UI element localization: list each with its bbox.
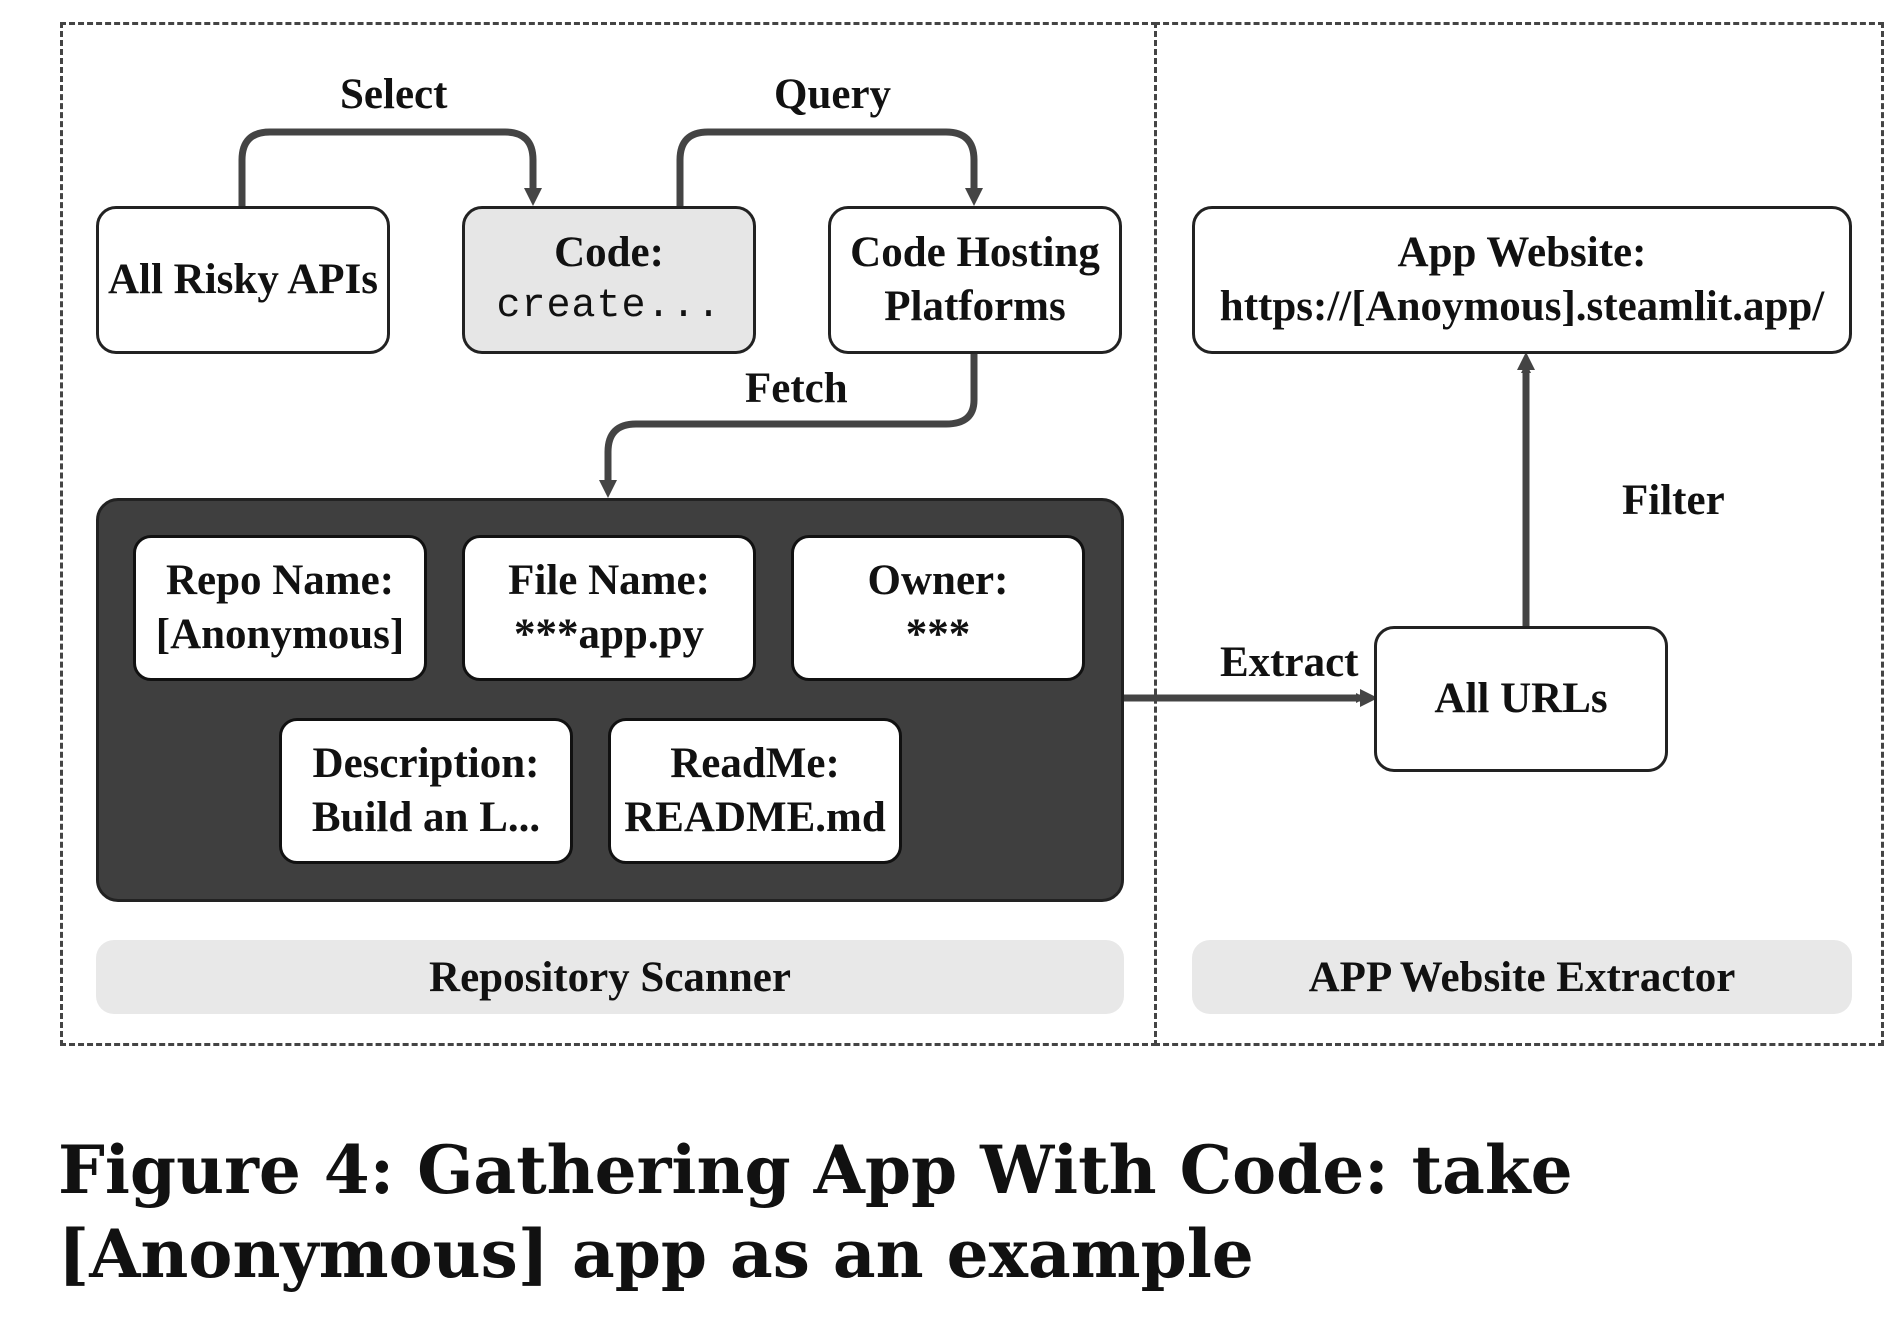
code-title: Code:: [554, 229, 664, 276]
file-name-value: ***app.py: [514, 611, 704, 658]
fetch-label: Fetch: [745, 365, 848, 412]
code-hosting-line1: Code Hosting: [850, 229, 1100, 276]
code-value: create...: [496, 284, 722, 329]
description-value: Build an L...: [311, 794, 541, 841]
repository-scanner-label: Repository Scanner: [96, 940, 1124, 1014]
readme-title: ReadMe:: [670, 740, 840, 787]
all-urls-box: All URLs: [1374, 626, 1668, 772]
extract-label: Extract: [1220, 639, 1359, 686]
file-name-title: File Name:: [508, 557, 710, 604]
app-website-extractor-region: [1154, 22, 1884, 1046]
repo-name-value: [Anonymous]: [155, 611, 405, 658]
fetch-arrow: [603, 354, 978, 490]
all-risky-apis-box: All Risky APIs: [96, 206, 390, 354]
query-label: Query: [774, 71, 892, 118]
app-website-box: App Website: https://[Anoymous].steamlit…: [1192, 206, 1852, 354]
query-arrow: [676, 128, 979, 207]
repo-name-title: Repo Name:: [165, 557, 395, 604]
app-website-extractor-label: APP Website Extractor: [1192, 940, 1852, 1014]
readme-value: README.md: [624, 794, 886, 841]
code-box: Code: create...: [462, 206, 756, 354]
select-label: Select: [340, 71, 448, 118]
readme-card: ReadMe: README.md: [608, 718, 902, 864]
owner-title: Owner:: [867, 557, 1009, 604]
repo-name-card: Repo Name: [Anonymous]: [133, 535, 427, 681]
select-arrow: [238, 128, 538, 207]
all-urls-text: All URLs: [1434, 675, 1608, 722]
owner-card: Owner: ***: [791, 535, 1085, 681]
description-title: Description:: [312, 740, 540, 787]
code-hosting-platforms-box: Code Hosting Platforms: [828, 206, 1122, 354]
app-website-url: https://[Anoymous].steamlit.app/: [1219, 283, 1825, 330]
all-risky-apis-text: All Risky APIs: [107, 256, 378, 303]
filter-label: Filter: [1622, 477, 1725, 524]
file-name-card: File Name: ***app.py: [462, 535, 756, 681]
app-website-title: App Website:: [1397, 229, 1647, 276]
figure-caption: Figure 4: Gathering App With Code: take …: [58, 1131, 1573, 1293]
code-hosting-line2: Platforms: [884, 283, 1066, 330]
description-card: Description: Build an L...: [279, 718, 573, 864]
owner-value: ***: [905, 611, 971, 658]
